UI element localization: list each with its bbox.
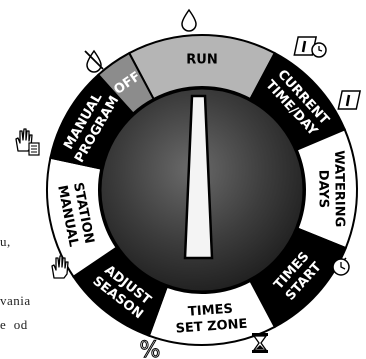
calendar-icon [338,91,360,109]
hand-list-icon [16,129,39,155]
clock-icon [333,258,349,275]
no-water-icon [85,51,103,72]
svg-text:%: % [140,338,161,359]
dial-label-set-zone-times: TIMES [188,302,234,320]
hourglass-icon [252,333,268,353]
water-drop-icon [182,10,196,31]
dial-label-watering-days: WATERING [331,150,347,227]
hand-icon [52,256,68,278]
calendar-clock-icon [294,37,326,57]
dial-label-run: RUN [186,53,217,68]
dial-label-watering-days: DAYS [315,170,330,209]
percent-icon: % [140,338,161,359]
